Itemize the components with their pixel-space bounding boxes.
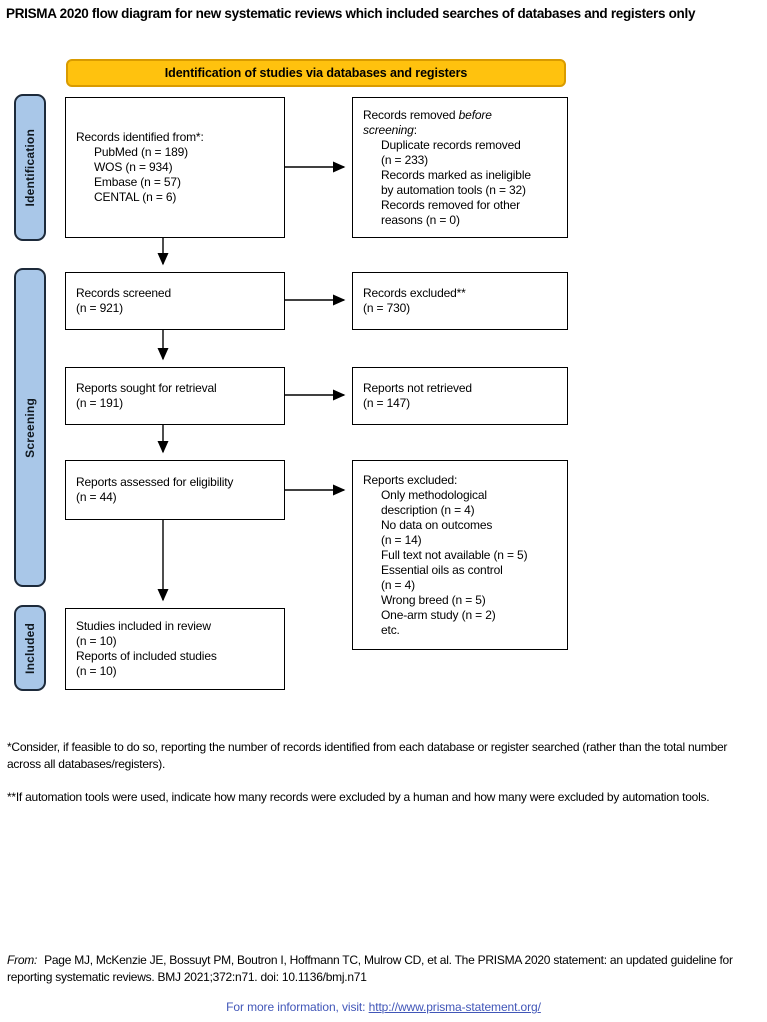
box-records-screened: Records screened(n = 921) <box>65 272 285 330</box>
stage-label-screening: Screening <box>14 268 46 587</box>
citation: From:Page MJ, McKenzie JE, Bossuyt PM, B… <box>7 952 759 986</box>
banner-label: Identification of studies via databases … <box>164 66 468 80</box>
stage-label-identification: Identification <box>14 94 46 241</box>
box-reports-assessed: Reports assessed for eligibility(n = 44) <box>65 460 285 520</box>
box-reports-sought: Reports sought for retrieval(n = 191) <box>65 367 285 425</box>
box-records-identified: Records identified from*:PubMed (n = 189… <box>65 97 285 238</box>
footnote-databases: *Consider, if feasible to do so, reporti… <box>7 740 728 771</box>
stage-label-identification-text: Identification <box>23 128 37 207</box>
stage-label-screening-text: Screening <box>23 397 37 458</box>
prisma-statement-link[interactable]: http://www.prisma-statement.org/ <box>368 1000 541 1014</box>
box-reports-not-retrieved: Reports not retrieved(n = 147) <box>352 367 568 425</box>
box-records-excluded: Records excluded**(n = 730) <box>352 272 568 330</box>
box-studies-included: Studies included in review(n = 10)Report… <box>65 608 285 690</box>
footer-info-line: For more information, visit: http://www.… <box>0 1000 767 1014</box>
footer-label: For more information, visit: <box>226 1000 366 1014</box>
citation-text: Page MJ, McKenzie JE, Bossuyt PM, Boutro… <box>7 953 733 984</box>
footnote-automation: **If automation tools were used, indicat… <box>7 790 710 804</box>
page-title: PRISMA 2020 flow diagram for new systema… <box>6 6 696 21</box>
identification-banner: Identification of studies via databases … <box>66 59 566 87</box>
stage-label-included: Included <box>14 605 46 691</box>
citation-from-label: From: <box>7 953 38 967</box>
stage-label-included-text: Included <box>23 622 37 674</box>
